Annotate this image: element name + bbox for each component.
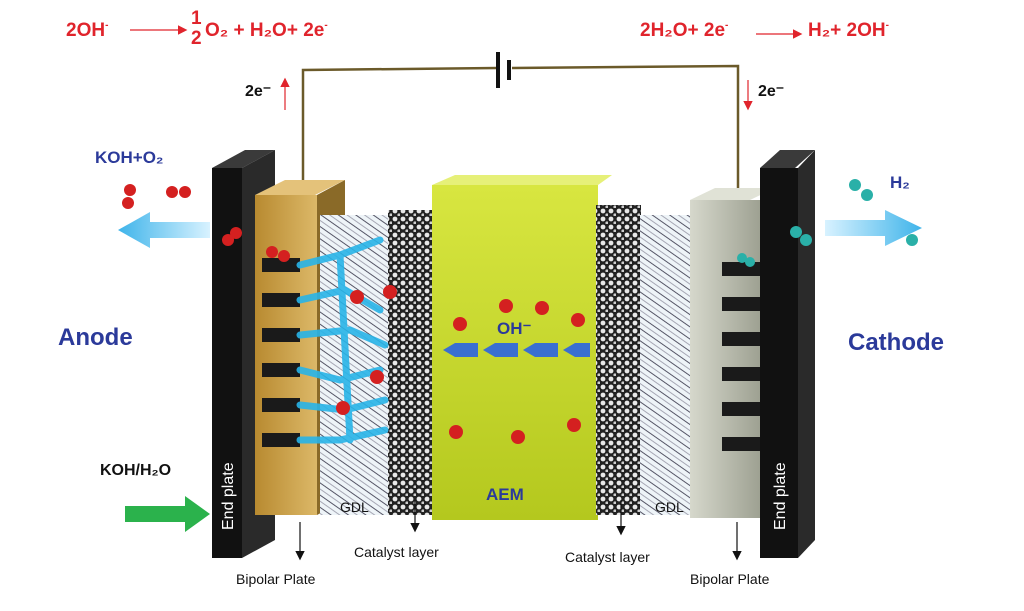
catalyst-layer-left xyxy=(388,210,433,515)
cathode-outlet-label: H₂ xyxy=(890,173,910,192)
bipolar-plate-right xyxy=(690,188,775,518)
svg-text:O₂ + H₂O+ 2e-: O₂ + H₂O+ 2e- xyxy=(205,20,328,41)
gdl-left xyxy=(320,215,390,515)
svg-text:End plate: End plate xyxy=(772,462,789,530)
catalyst-left-label: Catalyst layer xyxy=(354,544,439,560)
anode-equation: 2OH- 1 2 O₂ + H₂O+ 2e- xyxy=(66,8,328,49)
hydroxide-flow-arrows xyxy=(443,343,590,357)
inlet-label: KOH/H₂O xyxy=(100,462,171,479)
svg-text:H₂+ 2OH-: H₂+ 2OH- xyxy=(808,20,889,41)
anode-outlet-label: KOH+O₂ xyxy=(95,148,163,167)
bipolar-left-label: Bipolar Plate xyxy=(236,571,316,587)
anode-outlet-arrow xyxy=(118,212,210,248)
svg-text:2: 2 xyxy=(191,28,202,49)
cathode-equation: 2H₂O+ 2e- H₂+ 2OH- xyxy=(640,20,889,41)
external-circuit: 2e⁻ 2e⁻ xyxy=(245,52,784,200)
svg-text:End plate: End plate xyxy=(220,462,237,530)
gdl-right-label: GDL xyxy=(655,499,684,515)
hydrogen-molecules xyxy=(737,179,918,267)
catalyst-layer-right xyxy=(596,205,641,515)
inlet-arrow xyxy=(125,496,210,532)
gdl-left-label: GDL xyxy=(340,499,369,515)
hydroxide-label: OH⁻ xyxy=(497,319,532,338)
svg-text:2e⁻: 2e⁻ xyxy=(758,83,784,100)
aem-label: AEM xyxy=(486,485,524,504)
svg-text:2e⁻: 2e⁻ xyxy=(245,83,271,100)
svg-text:2H₂O+ 2e-: 2H₂O+ 2e- xyxy=(640,20,728,41)
cathode-outlet-arrow xyxy=(825,210,922,246)
cathode-label: Cathode xyxy=(848,329,944,356)
catalyst-right-label: Catalyst layer xyxy=(565,549,650,565)
end-plate-right: End plate xyxy=(760,150,815,558)
svg-text:2OH-: 2OH- xyxy=(66,20,108,41)
svg-text:1: 1 xyxy=(191,8,202,29)
bipolar-right-label: Bipolar Plate xyxy=(690,571,770,587)
anode-label: Anode xyxy=(58,324,133,351)
oxygen-molecules xyxy=(122,184,585,444)
